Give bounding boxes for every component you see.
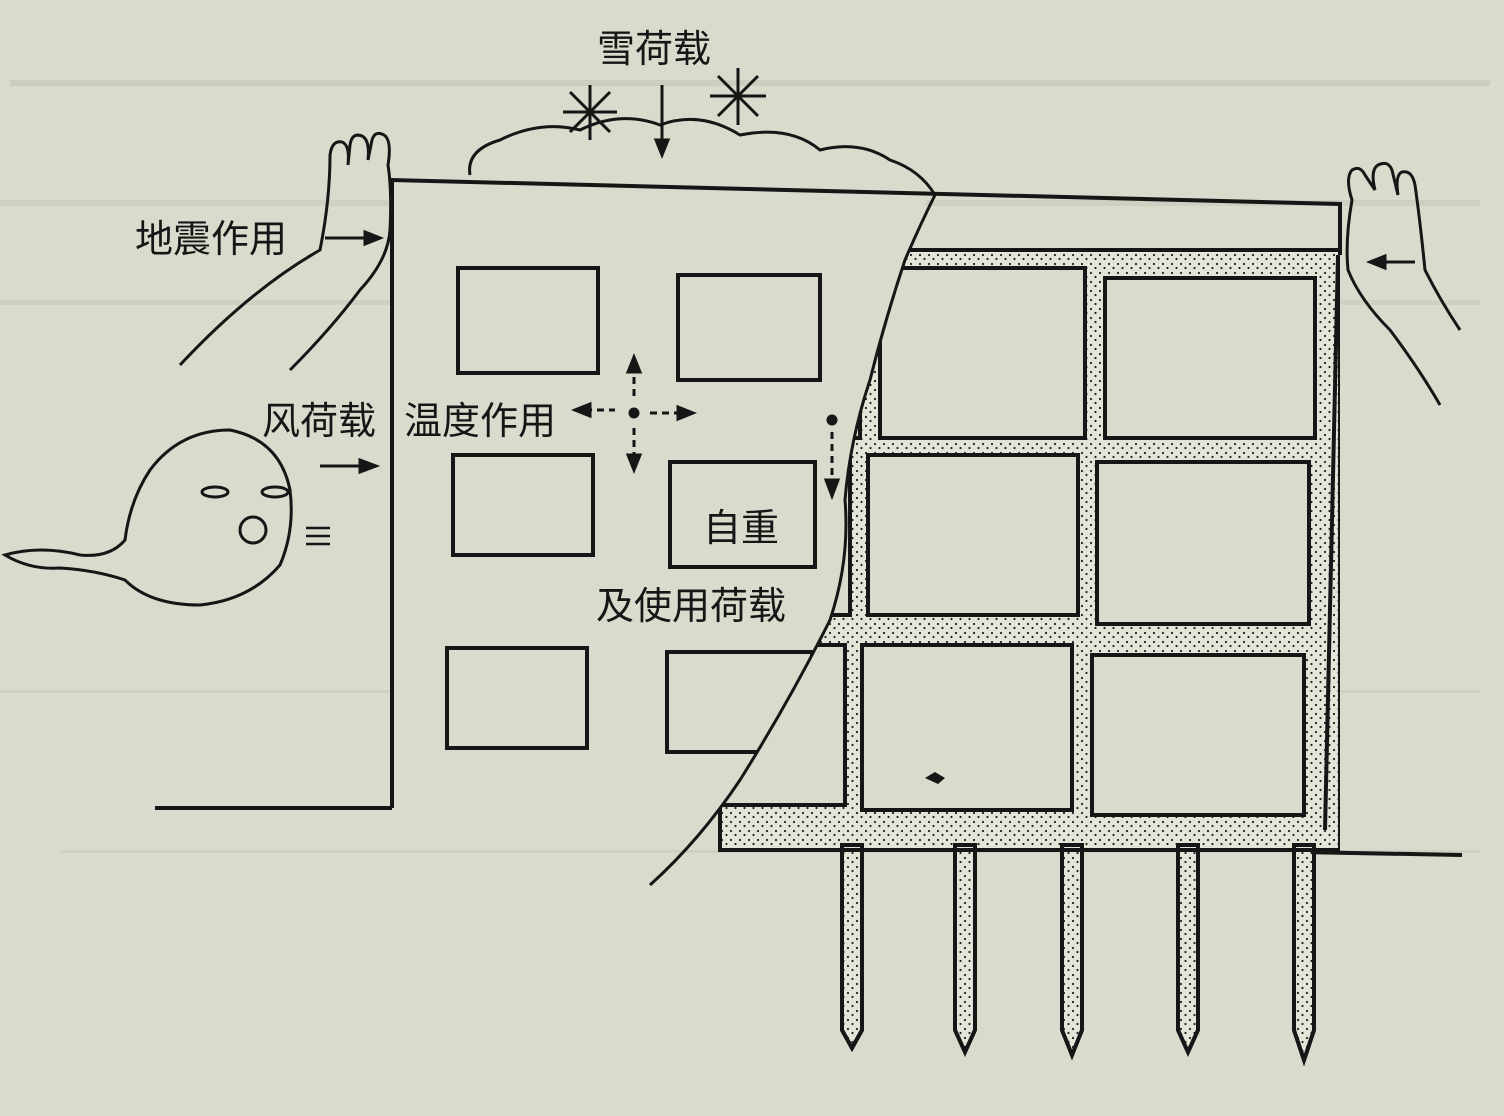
earthquake-label: 地震作用 — [135, 217, 288, 261]
snowflake-icon — [563, 85, 617, 140]
earthquake-arrow — [325, 229, 385, 247]
wind-load-label: 风荷载 — [262, 399, 377, 443]
temperature-label: 温度作用 — [404, 399, 557, 443]
snowflake-icon — [710, 68, 766, 125]
temperature-arrows — [570, 352, 698, 475]
earthquake-arrow — [1365, 253, 1415, 271]
snow-load-label: 雪荷载 — [597, 27, 712, 71]
ground-line-right — [1299, 850, 1463, 857]
wind-load-arrow — [320, 457, 381, 475]
snow-load-arrow — [653, 85, 671, 160]
live-load-label: 及使用荷载 — [596, 584, 787, 628]
self-weight-label: 自重 — [703, 506, 780, 550]
wind-ghost-icon — [1, 428, 293, 607]
hand-icon — [1345, 161, 1462, 406]
foundation-piles — [840, 848, 1316, 1067]
hand-icon — [178, 131, 393, 372]
self-weight-arrow — [823, 414, 841, 501]
snow-mound — [468, 117, 937, 196]
crack-mark — [925, 772, 945, 784]
cutaway-edge — [648, 194, 937, 887]
